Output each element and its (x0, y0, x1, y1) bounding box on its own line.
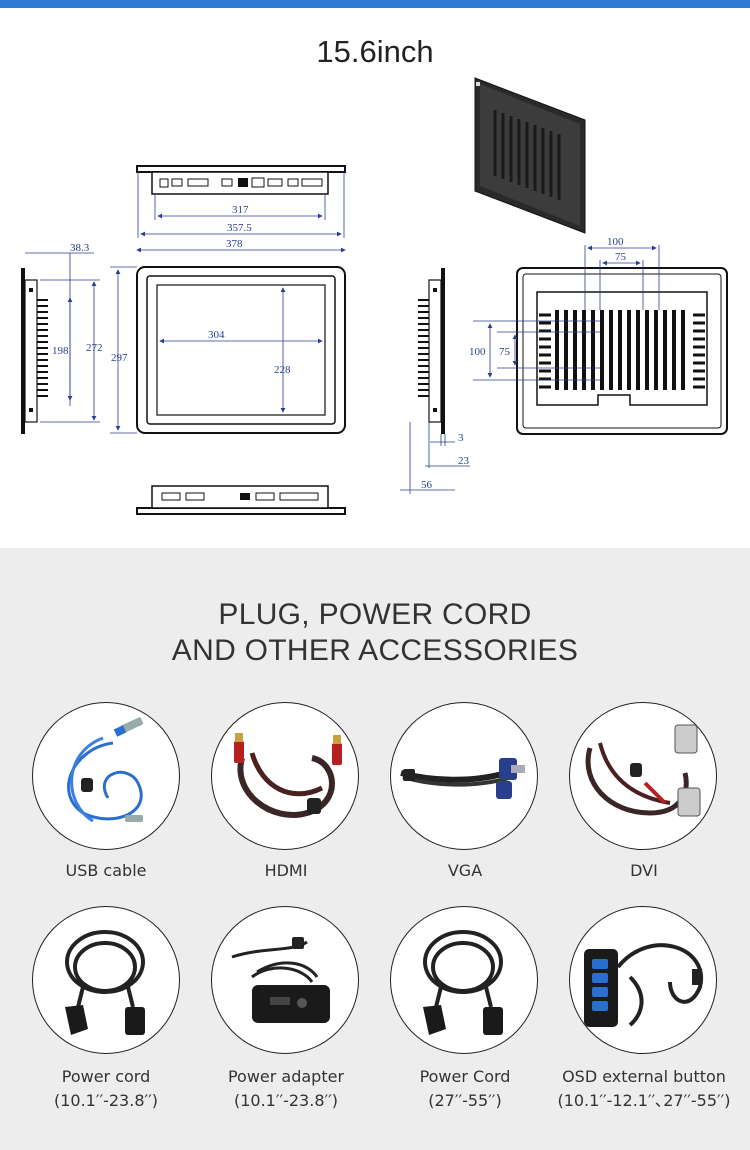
accessories-title-line2: AND OTHER ACCESSORIES (171, 634, 579, 667)
dim-297: 297 (111, 352, 128, 364)
power-adapter-icon (211, 906, 359, 1054)
accessories-section: PLUG, POWER CORD AND OTHER ACCESSORIES U… (0, 548, 750, 1150)
left-side-view: 38.3 198 272 (21, 242, 103, 434)
dim-100-left: 100 (469, 346, 486, 358)
dim-3: 3 (458, 432, 464, 444)
front-view: 378 304 228 297 (110, 238, 346, 434)
accessories-title-line1: PLUG, POWER CORD (218, 598, 532, 631)
power-adapter-label: Power adapter (227, 1067, 345, 1086)
dim-228: 228 (274, 364, 291, 376)
dim-198: 198 (52, 345, 69, 357)
dim-38-3: 38.3 (70, 242, 90, 254)
dim-56: 56 (421, 479, 433, 491)
power-cord-sublabel: (10.1′′-23.8′′) (53, 1091, 159, 1110)
top-accent-bar (0, 0, 750, 8)
dvi-cable-label: DVI (630, 861, 658, 880)
dim-317: 317 (232, 204, 249, 216)
dim-75-top: 75 (615, 251, 627, 263)
power-cord-large-label: Power Cord (419, 1067, 511, 1086)
dim-357-5: 357.5 (227, 222, 252, 234)
power-cord-label: Power cord (61, 1067, 151, 1086)
dvi-cable-icon (569, 702, 717, 850)
dim-272: 272 (86, 342, 103, 354)
osd-button-sublabel: (10.1′′-12.1′′､27′′-55′′) (557, 1091, 731, 1110)
rear-view: 100 75 100 75 (469, 236, 728, 435)
dim-75-left: 75 (499, 346, 511, 358)
dim-378: 378 (226, 238, 243, 250)
power-cord-large-icon (390, 906, 538, 1054)
vga-cable-label: VGA (447, 861, 483, 880)
dimension-drawing: 317 357.5 378 304 228 297 (0, 70, 750, 540)
power-cord-large-sublabel: (27′′-55′′) (428, 1091, 502, 1110)
usb-cable-label: USB cable (65, 861, 147, 880)
right-side-view: 3 23 56 (400, 268, 470, 494)
page-title: 15.6inch (316, 34, 434, 69)
dim-304: 304 (208, 329, 225, 341)
power-adapter-sublabel: (10.1′′-23.8′′) (233, 1091, 339, 1110)
bottom-view (136, 485, 346, 515)
power-cord-icon (32, 906, 180, 1054)
dim-23: 23 (458, 455, 470, 467)
osd-button-icon (569, 906, 717, 1054)
usb-cable-icon (32, 702, 180, 850)
dim-100-top: 100 (607, 236, 624, 248)
osd-button-label: OSD external button (562, 1067, 726, 1086)
hdmi-cable-icon (211, 702, 359, 850)
rear-3d-view (474, 77, 586, 234)
top-view: 317 357.5 (136, 165, 346, 238)
hdmi-cable-label: HDMI (264, 861, 308, 880)
vga-cable-icon (390, 702, 538, 850)
